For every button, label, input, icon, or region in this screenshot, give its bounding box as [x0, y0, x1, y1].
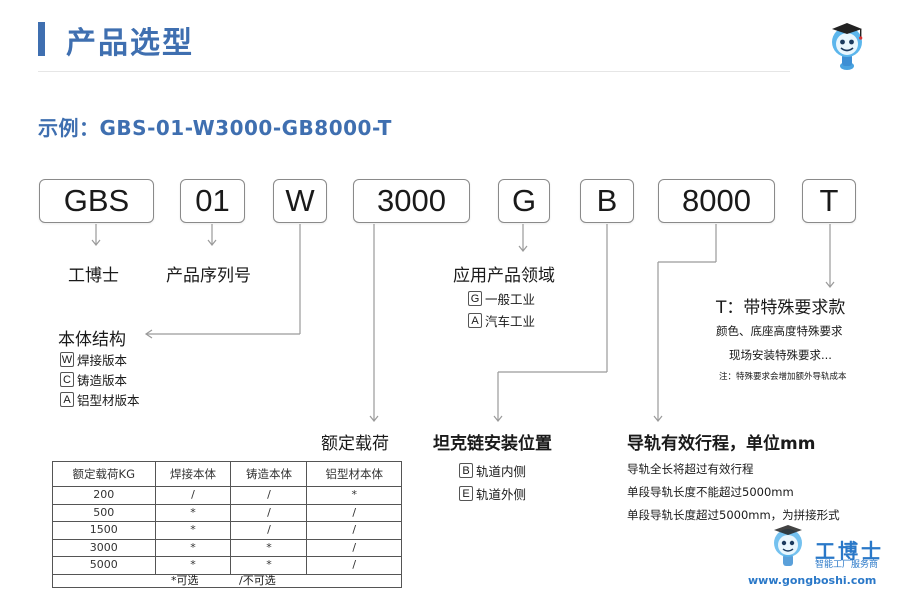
code-box-serial: 01 — [180, 179, 245, 223]
table-cell: / — [306, 538, 402, 557]
watermark-brand: 工博士 — [815, 539, 884, 563]
application-option-g: G 一般工业 — [468, 289, 535, 308]
label-application: 应用产品领域 — [453, 266, 555, 286]
table-cell: / — [306, 521, 402, 540]
label-load: 额定载荷 — [321, 434, 389, 454]
header-divider — [38, 71, 790, 72]
table-cell: 3000 — [52, 538, 156, 557]
table-row: 500 * / / — [52, 503, 402, 522]
rail-note-length: 导轨全长将超过有效行程 — [627, 462, 754, 476]
table-cell: * — [230, 538, 308, 557]
table-cell: / — [230, 521, 308, 540]
example-code: 示例：GBS-01-W3000-GB8000-T — [38, 116, 392, 140]
table-header-cell: 焊接本体 — [154, 461, 232, 487]
table-cell: 200 — [52, 486, 156, 505]
code-box-rail: 8000 — [658, 179, 775, 223]
table-cell: * — [154, 503, 232, 522]
tank-chain-option-e: E 轨道外侧 — [459, 484, 526, 503]
code-box-special: T — [802, 179, 856, 223]
application-option-a: A 汽车工业 — [468, 311, 535, 330]
label-gbs: 工博士 — [68, 266, 119, 286]
special-note-install: 现场安装特殊要求... — [729, 348, 832, 362]
legend-selectable: *可选 — [171, 574, 199, 587]
option-letter: W — [60, 352, 74, 367]
option-text: 轨道外侧 — [476, 487, 527, 502]
page-title: 产品选型 — [66, 26, 194, 61]
structure-option-a: A 铝型材版本 — [60, 390, 140, 409]
special-note-color: 颜色、底座高度特殊要求 — [716, 324, 843, 338]
label-structure: 本体结构 — [58, 330, 126, 350]
option-letter: A — [468, 313, 482, 328]
table-cell: * — [306, 486, 402, 505]
table-row: 3000 * * / — [52, 538, 402, 557]
table-cell: 500 — [52, 503, 156, 522]
option-letter: E — [459, 486, 473, 501]
option-text: 焊接版本 — [77, 353, 128, 368]
code-box-tank-chain: B — [580, 179, 634, 223]
watermark-tagline: 智能工厂服务商 — [815, 560, 879, 570]
label-special: T：带特殊要求款 — [716, 298, 846, 318]
structure-option-c: C 铸造版本 — [60, 370, 127, 389]
table-cell: * — [154, 538, 232, 557]
watermark-url: www.gongboshi.com — [748, 574, 877, 587]
table-row: 200 / / * — [52, 486, 402, 505]
table-cell: / — [306, 556, 402, 575]
table-legend: *可选 /不可选 — [52, 569, 402, 588]
table-header-cell: 额定载荷KG — [52, 461, 156, 487]
table-cell: 5000 — [52, 556, 156, 575]
table-header-row: 额定载荷KG 焊接本体 铸造本体 铝型材本体 — [52, 461, 402, 487]
special-note-cost: 注：特殊要求会增加额外导轨成本 — [719, 372, 847, 382]
option-text: 铸造版本 — [77, 373, 128, 388]
table-cell: * — [154, 521, 232, 540]
table-row: 5000 * * / — [52, 556, 402, 575]
code-box-structure: W — [273, 179, 327, 223]
option-letter: A — [60, 392, 74, 407]
code-box-application: G — [498, 179, 550, 223]
rail-note-splice: 单段导轨长度超过5000mm，为拼接形式 — [627, 508, 840, 522]
table-row: 1500 * / / — [52, 521, 402, 540]
watermark-mascot-icon — [774, 525, 802, 566]
label-tank-chain: 坦克链安装位置 — [433, 434, 552, 454]
table-cell: / — [230, 486, 308, 505]
tank-chain-option-b: B 轨道内侧 — [459, 461, 526, 480]
option-letter: B — [459, 463, 473, 478]
table-cell: / — [230, 503, 308, 522]
table-header-cell: 铝型材本体 — [306, 461, 402, 487]
option-letter: C — [60, 372, 74, 387]
option-text: 铝型材版本 — [77, 393, 140, 408]
option-text: 轨道内侧 — [476, 464, 527, 479]
table-cell: 1500 — [52, 521, 156, 540]
mascot-logo-icon — [832, 23, 863, 70]
option-text: 汽车工业 — [485, 314, 536, 329]
code-box-gbs: GBS — [39, 179, 154, 223]
load-spec-table: 额定载荷KG 焊接本体 铸造本体 铝型材本体 200 / / * 500 * /… — [52, 461, 402, 575]
label-rail: 导轨有效行程，单位mm — [627, 434, 816, 454]
table-header-cell: 铸造本体 — [230, 461, 308, 487]
legend-not-selectable: /不可选 — [239, 574, 276, 587]
table-cell: / — [154, 486, 232, 505]
option-text: 一般工业 — [485, 292, 536, 307]
table-cell: * — [230, 556, 308, 575]
table-cell: / — [306, 503, 402, 522]
rail-note-max: 单段导轨长度不能超过5000mm — [627, 485, 794, 499]
option-letter: G — [468, 291, 482, 306]
structure-option-w: W 焊接版本 — [60, 350, 127, 369]
title-accent-bar — [38, 22, 45, 56]
label-serial: 产品序列号 — [166, 266, 251, 286]
code-box-load: 3000 — [353, 179, 470, 223]
